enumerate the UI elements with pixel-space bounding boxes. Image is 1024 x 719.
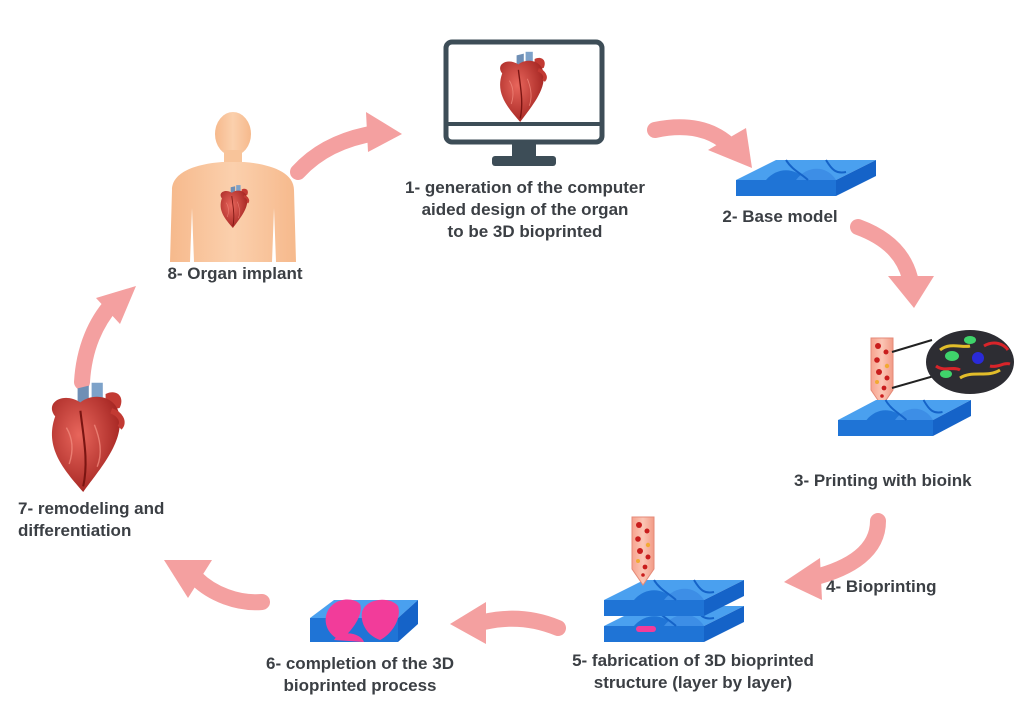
step-8-label: 8- Organ implant bbox=[140, 263, 330, 285]
bioink-magnified-icon bbox=[891, 330, 1014, 394]
step-6-line-2: bioprinted process bbox=[283, 676, 437, 695]
scaffold-block-icon bbox=[837, 399, 972, 437]
curved-arrow-icon bbox=[74, 286, 136, 390]
heart-icon bbox=[52, 383, 122, 492]
curved-arrow-icon bbox=[450, 602, 566, 644]
step-1-label: 1- generation of the computer aided desi… bbox=[370, 177, 680, 243]
bioink-nozzle-icon bbox=[870, 337, 894, 407]
step-3-label: 3- Printing with bioink bbox=[794, 470, 1014, 492]
step-5-label: 5- fabrication of 3D bioprinted structur… bbox=[538, 650, 848, 694]
step-3-line-1: 3- Printing with bioink bbox=[794, 471, 972, 490]
step-5-line-1: 5- fabrication of 3D bioprinted bbox=[572, 651, 814, 670]
curved-arrow-icon bbox=[850, 219, 934, 308]
curved-arrow-icon bbox=[784, 513, 886, 600]
cycle-arrows bbox=[74, 112, 934, 644]
step-2-label: 2- Base model bbox=[700, 206, 860, 228]
step-1-line-2: aided design of the organ bbox=[421, 200, 629, 219]
scaffold-block-icon bbox=[735, 159, 877, 197]
completed-scaffold-icon bbox=[310, 599, 418, 642]
step-4-label: 4- Bioprinting bbox=[826, 576, 986, 598]
step-6-line-1: 6- completion of the 3D bbox=[266, 654, 454, 673]
step-7-label: 7- remodeling and differentiation bbox=[18, 498, 218, 542]
bioink-nozzle-icon bbox=[631, 516, 655, 586]
step-7-line-1: 7- remodeling and bbox=[18, 499, 165, 518]
step-1-line-1: 1- generation of the computer bbox=[405, 178, 645, 197]
step-6-label: 6- completion of the 3D bioprinted proce… bbox=[230, 653, 490, 697]
curved-arrow-icon bbox=[647, 119, 752, 168]
step-4-line-1: 4- Bioprinting bbox=[826, 577, 937, 596]
curved-arrow-icon bbox=[164, 560, 270, 611]
step-1-line-3: to be 3D bioprinted bbox=[447, 222, 603, 241]
step-8-line-1: 8- Organ implant bbox=[167, 264, 303, 283]
step-5-line-2: structure (layer by layer) bbox=[593, 673, 793, 692]
curved-arrow-icon bbox=[290, 112, 402, 180]
step-2-line-1: 2- Base model bbox=[722, 207, 838, 226]
step-7-line-2: differentiation bbox=[18, 521, 132, 540]
layered-scaffold-icon bbox=[603, 579, 745, 643]
